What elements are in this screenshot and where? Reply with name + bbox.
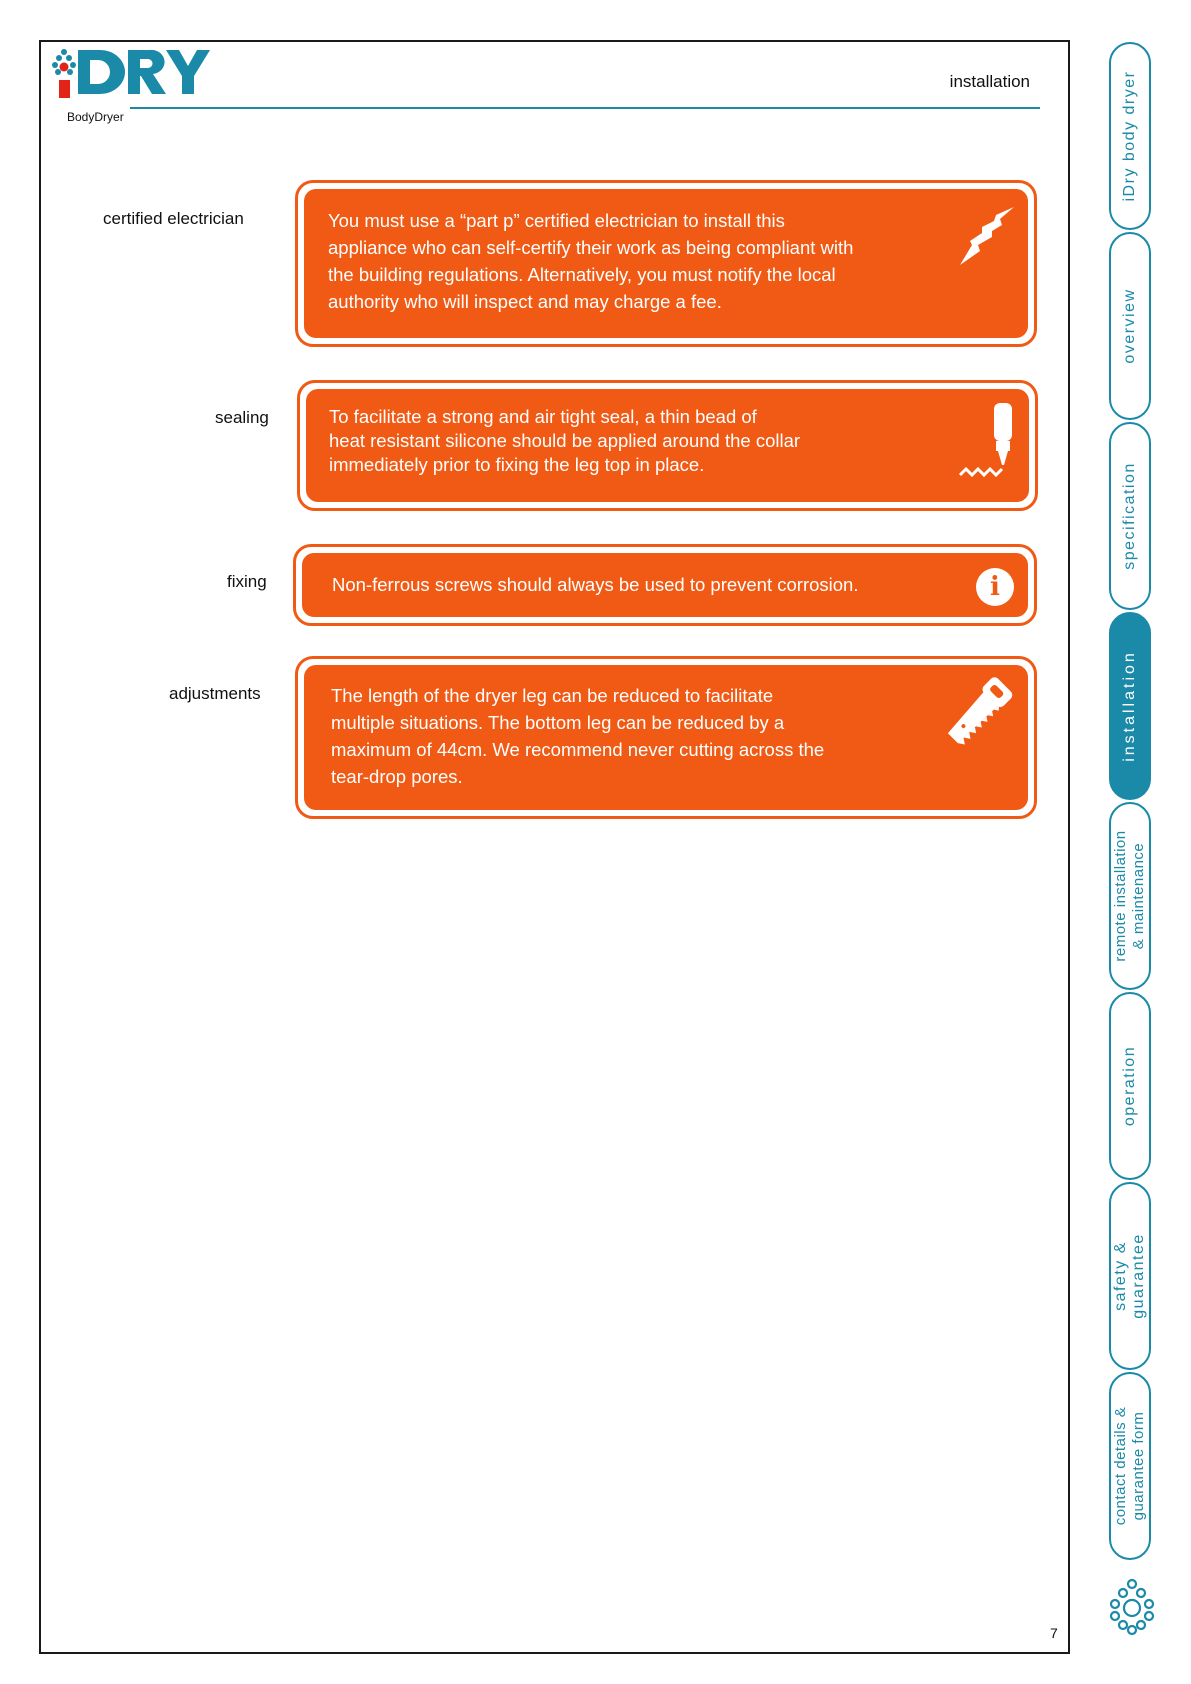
tab-idry-body-dryer[interactable]: iDry body dryer <box>1109 42 1151 230</box>
callout-text: To facilitate a strong and air tight sea… <box>329 405 800 477</box>
tab-operation[interactable]: operation <box>1109 992 1151 1180</box>
idry-logo <box>52 49 210 98</box>
tab-label: operation <box>1121 1045 1138 1127</box>
label-certified-electrician: certified electrician <box>103 209 244 228</box>
lightning-icon <box>960 207 1014 265</box>
label-sealing: sealing <box>215 408 269 427</box>
text-line: tear-drop pores. <box>331 766 463 787</box>
page-number: 7 <box>1050 1625 1058 1641</box>
droplet-logo-icon <box>1109 1578 1155 1636</box>
callout-sealing: To facilitate a strong and air tight sea… <box>297 380 1038 511</box>
section-title: installation <box>949 72 1030 91</box>
callout-text: The length of the dryer leg can be reduc… <box>331 682 824 790</box>
tab-label: specification <box>1121 462 1138 570</box>
text-line: Non-ferrous screws should always be used… <box>332 574 859 595</box>
page-frame <box>39 40 1070 1654</box>
info-icon: i <box>976 568 1014 606</box>
text-line: appliance who can self-certify their wor… <box>328 237 854 258</box>
text-line: maximum of 44cm. We recommend never cutt… <box>331 739 825 760</box>
tab-label: safety &guarantee <box>1112 1233 1147 1319</box>
label-fixing: fixing <box>227 572 267 591</box>
callout-fill <box>306 389 1029 502</box>
text-line: the building regulations. Alternatively,… <box>328 264 836 285</box>
tab-specification[interactable]: specification <box>1109 422 1151 610</box>
callout-text: Non-ferrous screws should always be used… <box>332 571 858 598</box>
callout-fill <box>302 553 1028 617</box>
brand-caption: BodyDryer <box>67 110 124 124</box>
text-line: immediately prior to fixing the leg top … <box>329 454 705 475</box>
tab-label: contact details &guarantee form <box>1112 1406 1147 1526</box>
label-adjustments: adjustments <box>169 684 261 703</box>
callout-adjustments: The length of the dryer leg can be reduc… <box>295 656 1037 819</box>
saw-icon <box>947 677 1013 745</box>
text-line: multiple situations. The bottom leg can … <box>331 712 785 733</box>
tab-contact-details-guarantee-form[interactable]: contact details &guarantee form <box>1109 1372 1151 1560</box>
tab-remote-installation-maintenance[interactable]: remote installation& maintenance <box>1109 802 1151 990</box>
callout-certified-electrician: You must use a “part p” certified electr… <box>295 180 1037 347</box>
tab-label: installation <box>1121 650 1138 762</box>
tab-label: iDry body dryer <box>1121 70 1138 202</box>
header-rule <box>130 107 1040 109</box>
callout-fill <box>304 189 1028 338</box>
text-line: heat resistant silicone should be applie… <box>329 430 801 451</box>
tab-overview[interactable]: overview <box>1109 232 1151 420</box>
silicone-tube-icon <box>958 403 1012 478</box>
tab-label: remote installation& maintenance <box>1112 830 1147 962</box>
tab-safety-guarantee[interactable]: safety &guarantee <box>1109 1182 1151 1370</box>
callout-text: You must use a “part p” certified electr… <box>328 207 853 315</box>
text-line: To facilitate a strong and air tight sea… <box>329 406 757 427</box>
callout-fill <box>304 665 1028 810</box>
callout-fixing: Non-ferrous screws should always be used… <box>293 544 1037 626</box>
tab-installation[interactable]: installation <box>1109 612 1151 800</box>
tab-label: overview <box>1121 288 1138 364</box>
text-line: The length of the dryer leg can be reduc… <box>331 685 774 706</box>
text-line: You must use a “part p” certified electr… <box>328 210 785 231</box>
text-line: authority who will inspect and may charg… <box>328 291 722 312</box>
